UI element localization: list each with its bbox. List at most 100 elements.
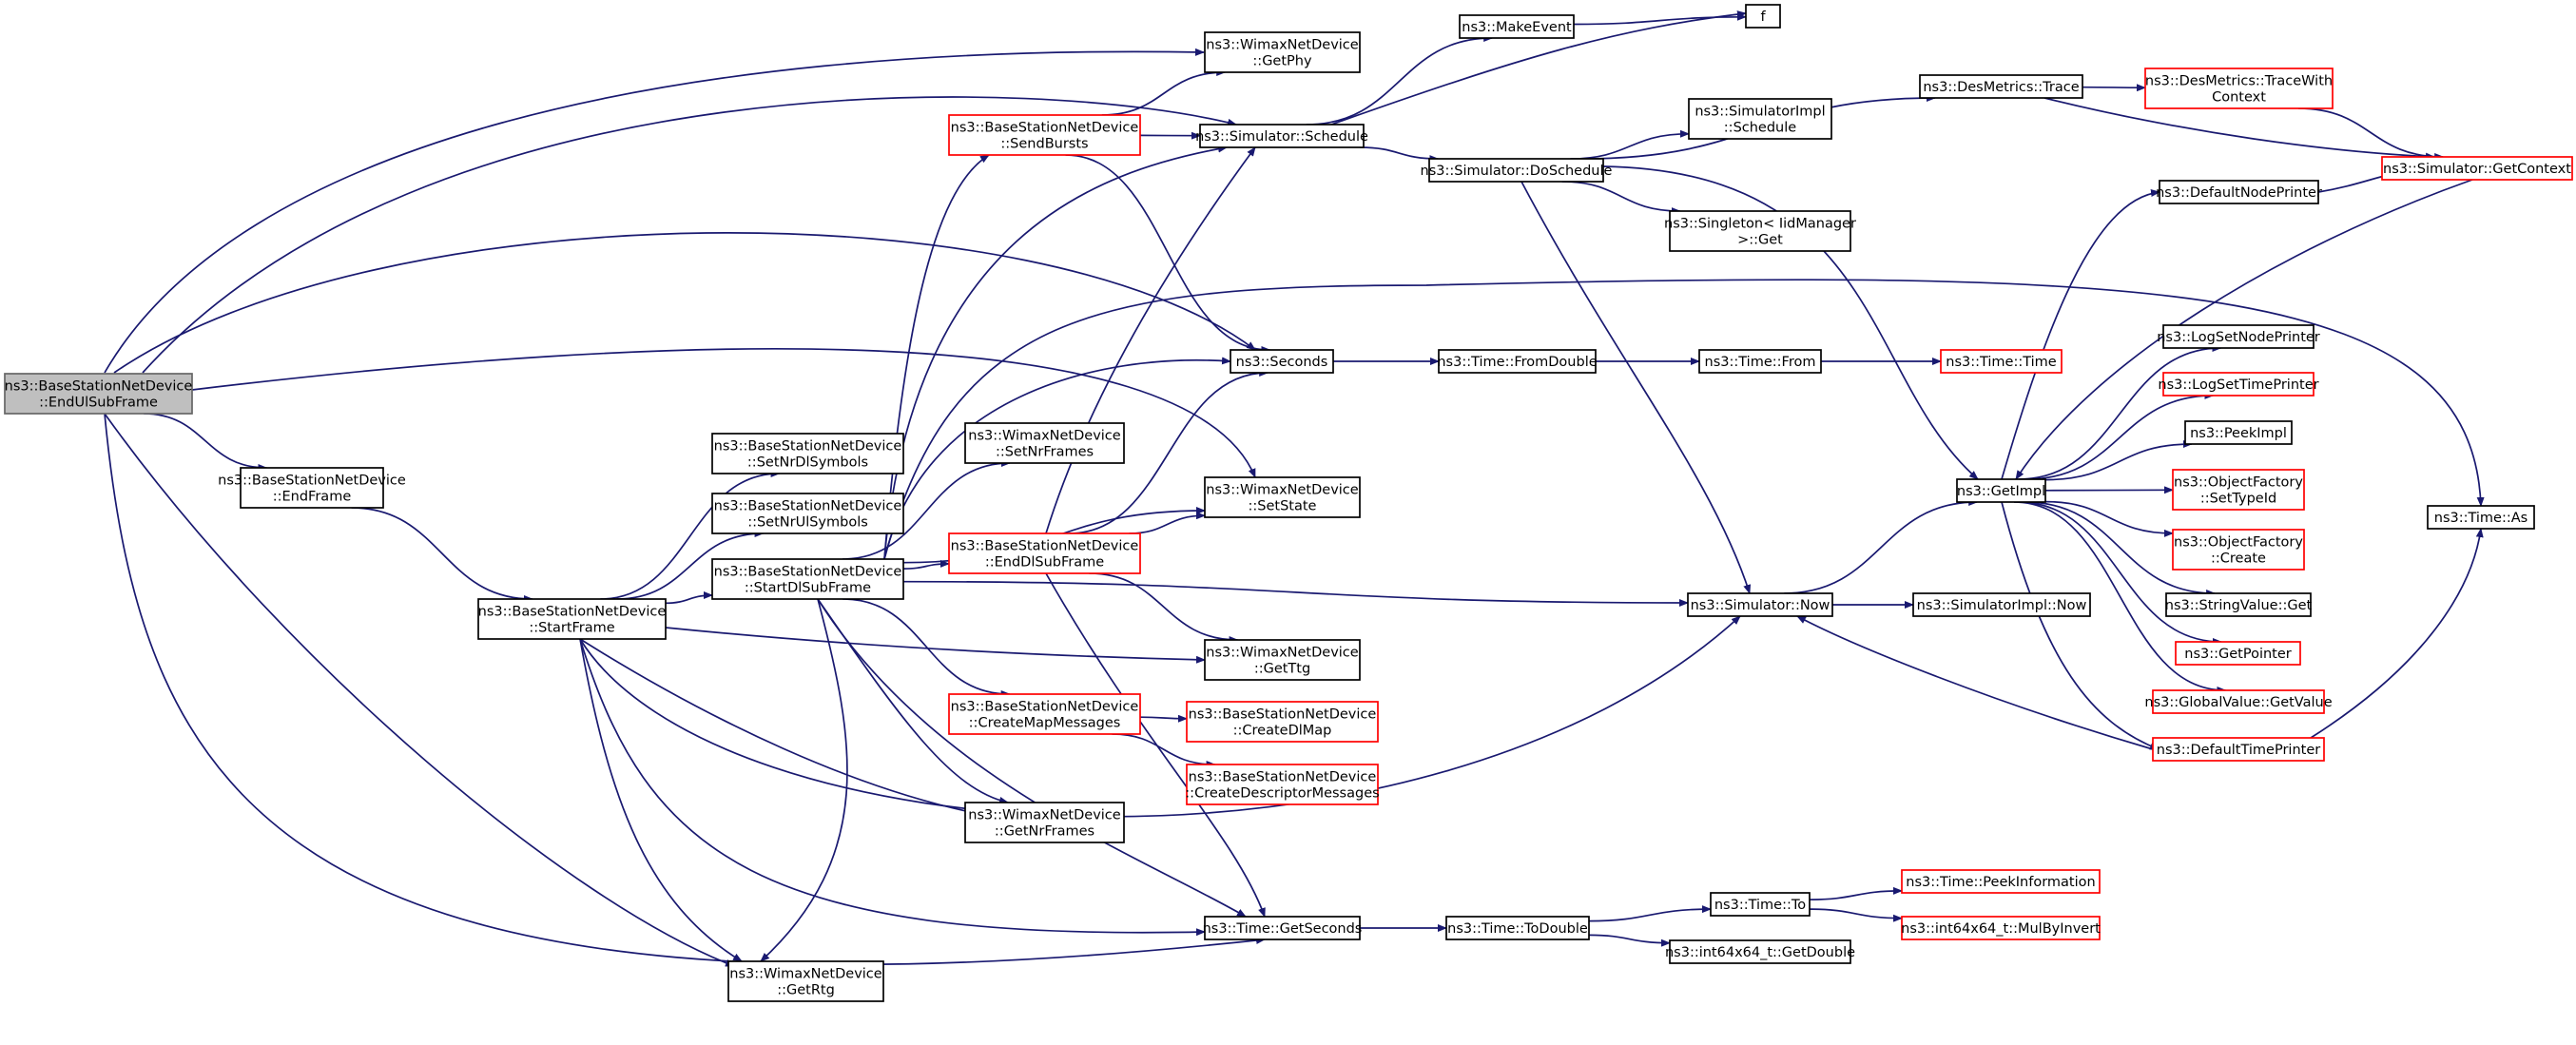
node-box (1687, 592, 1833, 617)
node-timeto[interactable]: ns3::Time::To (1710, 892, 1811, 917)
node-todouble[interactable]: ns3::Time::ToDouble (1445, 916, 1590, 940)
node-peekinfo[interactable]: ns3::Time::PeekInformation (1901, 869, 2101, 894)
node-label: ::CreateMapMessages (969, 716, 1121, 731)
node-ofcreate[interactable]: ns3::ObjectFactory::Create (2172, 529, 2305, 571)
node-label: ns3::WimaxNetDevice (968, 808, 1120, 823)
edge-startdl-to-timeas (883, 279, 2485, 560)
node-label: ns3::ObjectFactory (2174, 475, 2303, 491)
node-defnodeprinter[interactable]: ns3::DefaultNodePrinter (2156, 180, 2322, 204)
node-box (2427, 505, 2535, 530)
node-box (2152, 689, 2325, 714)
node-label: ns3::Singleton< IidManager (1664, 217, 1856, 232)
edge-getimpl-to-settypeid (2044, 486, 2174, 494)
node-timefrom[interactable]: ns3::Time::From (1698, 349, 1822, 374)
node-endframe[interactable]: ns3::BaseStationNetDevice::EndFrame (218, 467, 406, 509)
node-label: ns3::BaseStationNetDevice (478, 605, 667, 620)
edge-sendbursts-to-getphy (1101, 68, 1227, 116)
node-startdl[interactable]: ns3::BaseStationNetDevice::StartDlSubFra… (711, 558, 904, 600)
node-box (1186, 764, 1379, 805)
node-box (1956, 478, 2046, 503)
node-label: ns3::PeekImpl (2190, 426, 2287, 441)
node-getcontext[interactable]: ns3::Simulator::GetContext (2381, 156, 2573, 181)
node-now[interactable]: ns3::Simulator::Now (1687, 592, 1833, 617)
node-simimplsched[interactable]: ns3::SimulatorImpl::Schedule (1688, 98, 1832, 140)
node-strget[interactable]: ns3::StringValue::Get (2165, 592, 2313, 617)
node-createmap[interactable]: ns3::BaseStationNetDevice::CreateMapMess… (948, 693, 1141, 735)
node-singleton[interactable]: ns3::Singleton< IidManager >::Get (1664, 210, 1856, 252)
node-getttg[interactable]: ns3::WimaxNetDevice::GetTtg (1204, 639, 1361, 681)
edge-startdl-to-createmap (843, 598, 1011, 698)
edge-startframe-to-now (579, 615, 1741, 818)
node-setnrul[interactable]: ns3::BaseStationNetDevice::SetNrUlSymbol… (711, 493, 904, 534)
node-seconds[interactable]: ns3::Seconds (1230, 349, 1334, 374)
node-label: ::CreateDlMap (1233, 724, 1332, 739)
node-box (1204, 639, 1361, 681)
node-box (2184, 420, 2293, 445)
node-logsettime[interactable]: ns3::LogSetTimePrinter (2158, 372, 2319, 397)
node-setnrframes[interactable]: ns3::WimaxNetDevice::SetNrFrames (964, 422, 1125, 464)
node-label: ns3::Simulator::DoSchedule (1421, 164, 1613, 179)
node-getrtg[interactable]: ns3::WimaxNetDevice::GetRtg (727, 960, 884, 1002)
node-timeas[interactable]: ns3::Time::As (2427, 505, 2535, 530)
node-simimplnow[interactable]: ns3::SimulatorImpl::Now (1912, 592, 2091, 617)
node-label: ::SendBursts (1000, 137, 1088, 152)
node-box (1901, 869, 2101, 894)
node-label: ns3::GetImpl (1957, 484, 2045, 499)
node-box (711, 493, 904, 534)
node-label: ns3::BaseStationNetDevice (951, 700, 1139, 715)
edge-getcontext-to-getimpl (2015, 179, 2473, 480)
node-box (2152, 737, 2325, 762)
node-getpointer[interactable]: ns3::GetPointer (2175, 641, 2301, 666)
node-desmetrics[interactable]: ns3::DesMetrics::Trace (1919, 74, 2083, 99)
node-label: ::CreateDescriptorMessages (1185, 786, 1379, 802)
node-fromdouble[interactable]: ns3::Time::FromDouble (1437, 349, 1598, 374)
node-setnrdl[interactable]: ns3::BaseStationNetDevice::SetNrDlSymbol… (711, 433, 904, 474)
node-root[interactable]: ns3::BaseStationNetDevice::EndUlSubFrame (4, 373, 193, 415)
node-f[interactable]: f (1745, 4, 1781, 29)
edge-getimpl-to-getpointer (2017, 501, 2222, 646)
node-label: ns3::BaseStationNetDevice (714, 499, 902, 514)
node-setstate[interactable]: ns3::WimaxNetDevice::SetState (1204, 476, 1361, 518)
node-gvget[interactable]: ns3::GlobalValue::GetValue (2144, 689, 2333, 714)
node-enddl[interactable]: ns3::BaseStationNetDevice::EndDlSubFrame (948, 532, 1141, 574)
node-label: ns3::Simulator::Now (1691, 598, 1830, 613)
edge-makeevent-to-f (1573, 12, 1747, 26)
node-box (1186, 701, 1379, 743)
node-deftimeprinter[interactable]: ns3::DefaultTimePrinter (2152, 737, 2325, 762)
node-schedule[interactable]: ns3::Simulator::Schedule (1195, 124, 1368, 148)
node-startframe[interactable]: ns3::BaseStationNetDevice::StartFrame (477, 598, 667, 640)
node-box (1710, 892, 1811, 917)
node-label: ns3::Seconds (1236, 355, 1328, 370)
node-createdlmap[interactable]: ns3::BaseStationNetDevice::CreateDlMap (1186, 701, 1379, 743)
node-label: f (1760, 10, 1766, 25)
node-box (2162, 324, 2315, 349)
node-box (1459, 14, 1575, 39)
edge-schedule-to-doschedule (1360, 146, 1440, 163)
edge-getimpl-to-gvget (2013, 501, 2227, 694)
node-label: ns3::Time::FromDouble (1437, 355, 1597, 370)
edge-startdl-to-now (902, 580, 1689, 607)
node-label: ns3::BaseStationNetDevice (5, 379, 193, 395)
edge-root-to-schedule (142, 96, 1237, 374)
node-logsetnode[interactable]: ns3::LogSetNodePrinter (2157, 324, 2320, 349)
node-getdouble[interactable]: ns3::int64x64_t::GetDouble (1665, 939, 1855, 964)
node-label: ns3::Time::As (2434, 511, 2528, 526)
node-mulbyinvert[interactable]: ns3::int64x64_t::MulByInvert (1901, 916, 2101, 940)
node-getimpl[interactable]: ns3::GetImpl (1956, 478, 2046, 503)
node-settypeid[interactable]: ns3::ObjectFactory::SetTypeId (2172, 469, 2305, 511)
node-timetime[interactable]: ns3::Time::Time (1940, 349, 2063, 374)
node-label: ::EndDlSubFrame (985, 555, 1104, 571)
node-getnrframes[interactable]: ns3::WimaxNetDevice::GetNrFrames (964, 802, 1125, 843)
node-doschedule[interactable]: ns3::Simulator::DoSchedule (1421, 158, 1613, 183)
node-getphy[interactable]: ns3::WimaxNetDevice::GetPhy (1204, 31, 1361, 73)
node-peekimpl[interactable]: ns3::PeekImpl (2184, 420, 2293, 445)
node-sendbursts[interactable]: ns3::BaseStationNetDevice::SendBursts (948, 114, 1141, 156)
node-makeevent[interactable]: ns3::MakeEvent (1459, 14, 1575, 39)
node-label: ::SetState (1249, 499, 1317, 514)
edge-startframe-to-getnrframes (579, 638, 980, 817)
node-getseconds[interactable]: ns3::Time::GetSeconds (1203, 916, 1363, 940)
node-box (2165, 592, 2312, 617)
node-createdesc[interactable]: ns3::BaseStationNetDevice::CreateDescrip… (1185, 764, 1380, 805)
node-box (1204, 31, 1361, 73)
